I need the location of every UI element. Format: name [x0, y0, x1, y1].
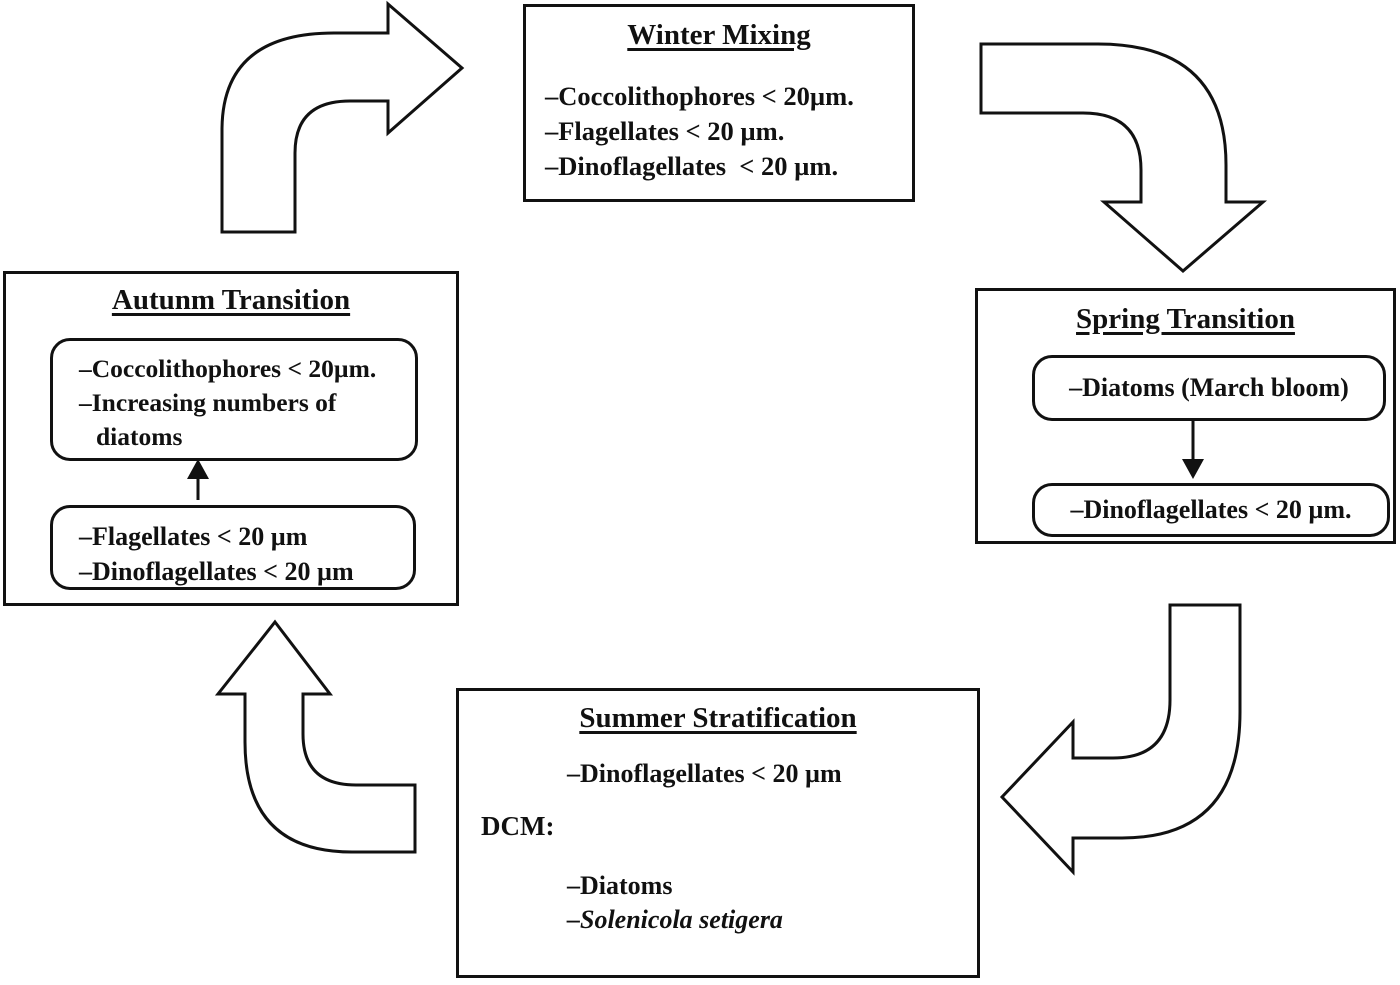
autumn-upper-subbox: –Coccolithophores < 20µm. –Increasing nu…	[50, 338, 418, 461]
winter-item-dinoflagellates: –Dinoflagellates < 20 µm.	[545, 151, 839, 181]
autumn-transition-title: Autunm Transition	[111, 284, 351, 316]
summer-dcm-label: DCM:	[481, 811, 555, 841]
autumn-item-coccolithophores: –Coccolithophores < 20µm.	[79, 354, 377, 383]
autumn-lower-subbox: –Flagellates < 20 µm –Dinoflagellates < …	[50, 505, 416, 590]
autumn-item-dinoflagellates: –Dinoflagellates < 20 µm	[79, 557, 354, 586]
winter-mixing-list: –Coccolithophores < 20µm. –Flagellates <…	[526, 79, 912, 184]
winter-item-flagellates: –Flagellates < 20 µm.	[545, 116, 785, 146]
arrow-autumn-to-winter-icon	[220, 0, 465, 234]
spring-diatoms-text: –Diatoms (March bloom)	[1069, 373, 1349, 402]
summer-dcm-item-solenicola: –Solenicola setigera	[567, 905, 783, 934]
summer-stratification-box: Summer Stratification –Dinoflagellates <…	[456, 688, 980, 978]
arrow-summer-to-autumn-icon	[214, 619, 417, 854]
spring-dinoflagellates-text: –Dinoflagellates < 20 µm.	[1070, 495, 1352, 524]
spring-dinoflagellates-subbox: –Dinoflagellates < 20 µm.	[1032, 483, 1390, 537]
summer-stratification-title: Summer Stratification	[579, 702, 857, 734]
arrow-spring-to-summer-icon	[999, 603, 1242, 876]
winter-mixing-box: Winter Mixing –Coccolithophores < 20µm. …	[523, 4, 915, 202]
summer-dcm-item-diatoms: –Diatoms	[567, 871, 673, 900]
winter-mixing-title: Winter Mixing	[627, 19, 811, 51]
spring-transition-title: Spring Transition	[1076, 303, 1295, 335]
autumn-item-increasing-numbers: –Increasing numbers of	[79, 388, 337, 417]
autumn-item-flagellates: –Flagellates < 20 µm	[79, 522, 308, 551]
spring-diatoms-subbox: –Diatoms (March bloom)	[1032, 355, 1386, 421]
autumn-transition-box: Autunm Transition –Coccolithophores < 20…	[3, 271, 459, 606]
summer-item-dinoflagellates: –Dinoflagellates < 20 µm	[567, 759, 842, 788]
autumn-item-diatoms-continuation: diatoms	[96, 422, 183, 451]
spring-transition-box: Spring Transition –Diatoms (March bloom)…	[975, 288, 1396, 544]
winter-item-coccolithophores: –Coccolithophores < 20µm.	[545, 81, 854, 111]
arrow-winter-to-spring-icon	[979, 42, 1268, 273]
